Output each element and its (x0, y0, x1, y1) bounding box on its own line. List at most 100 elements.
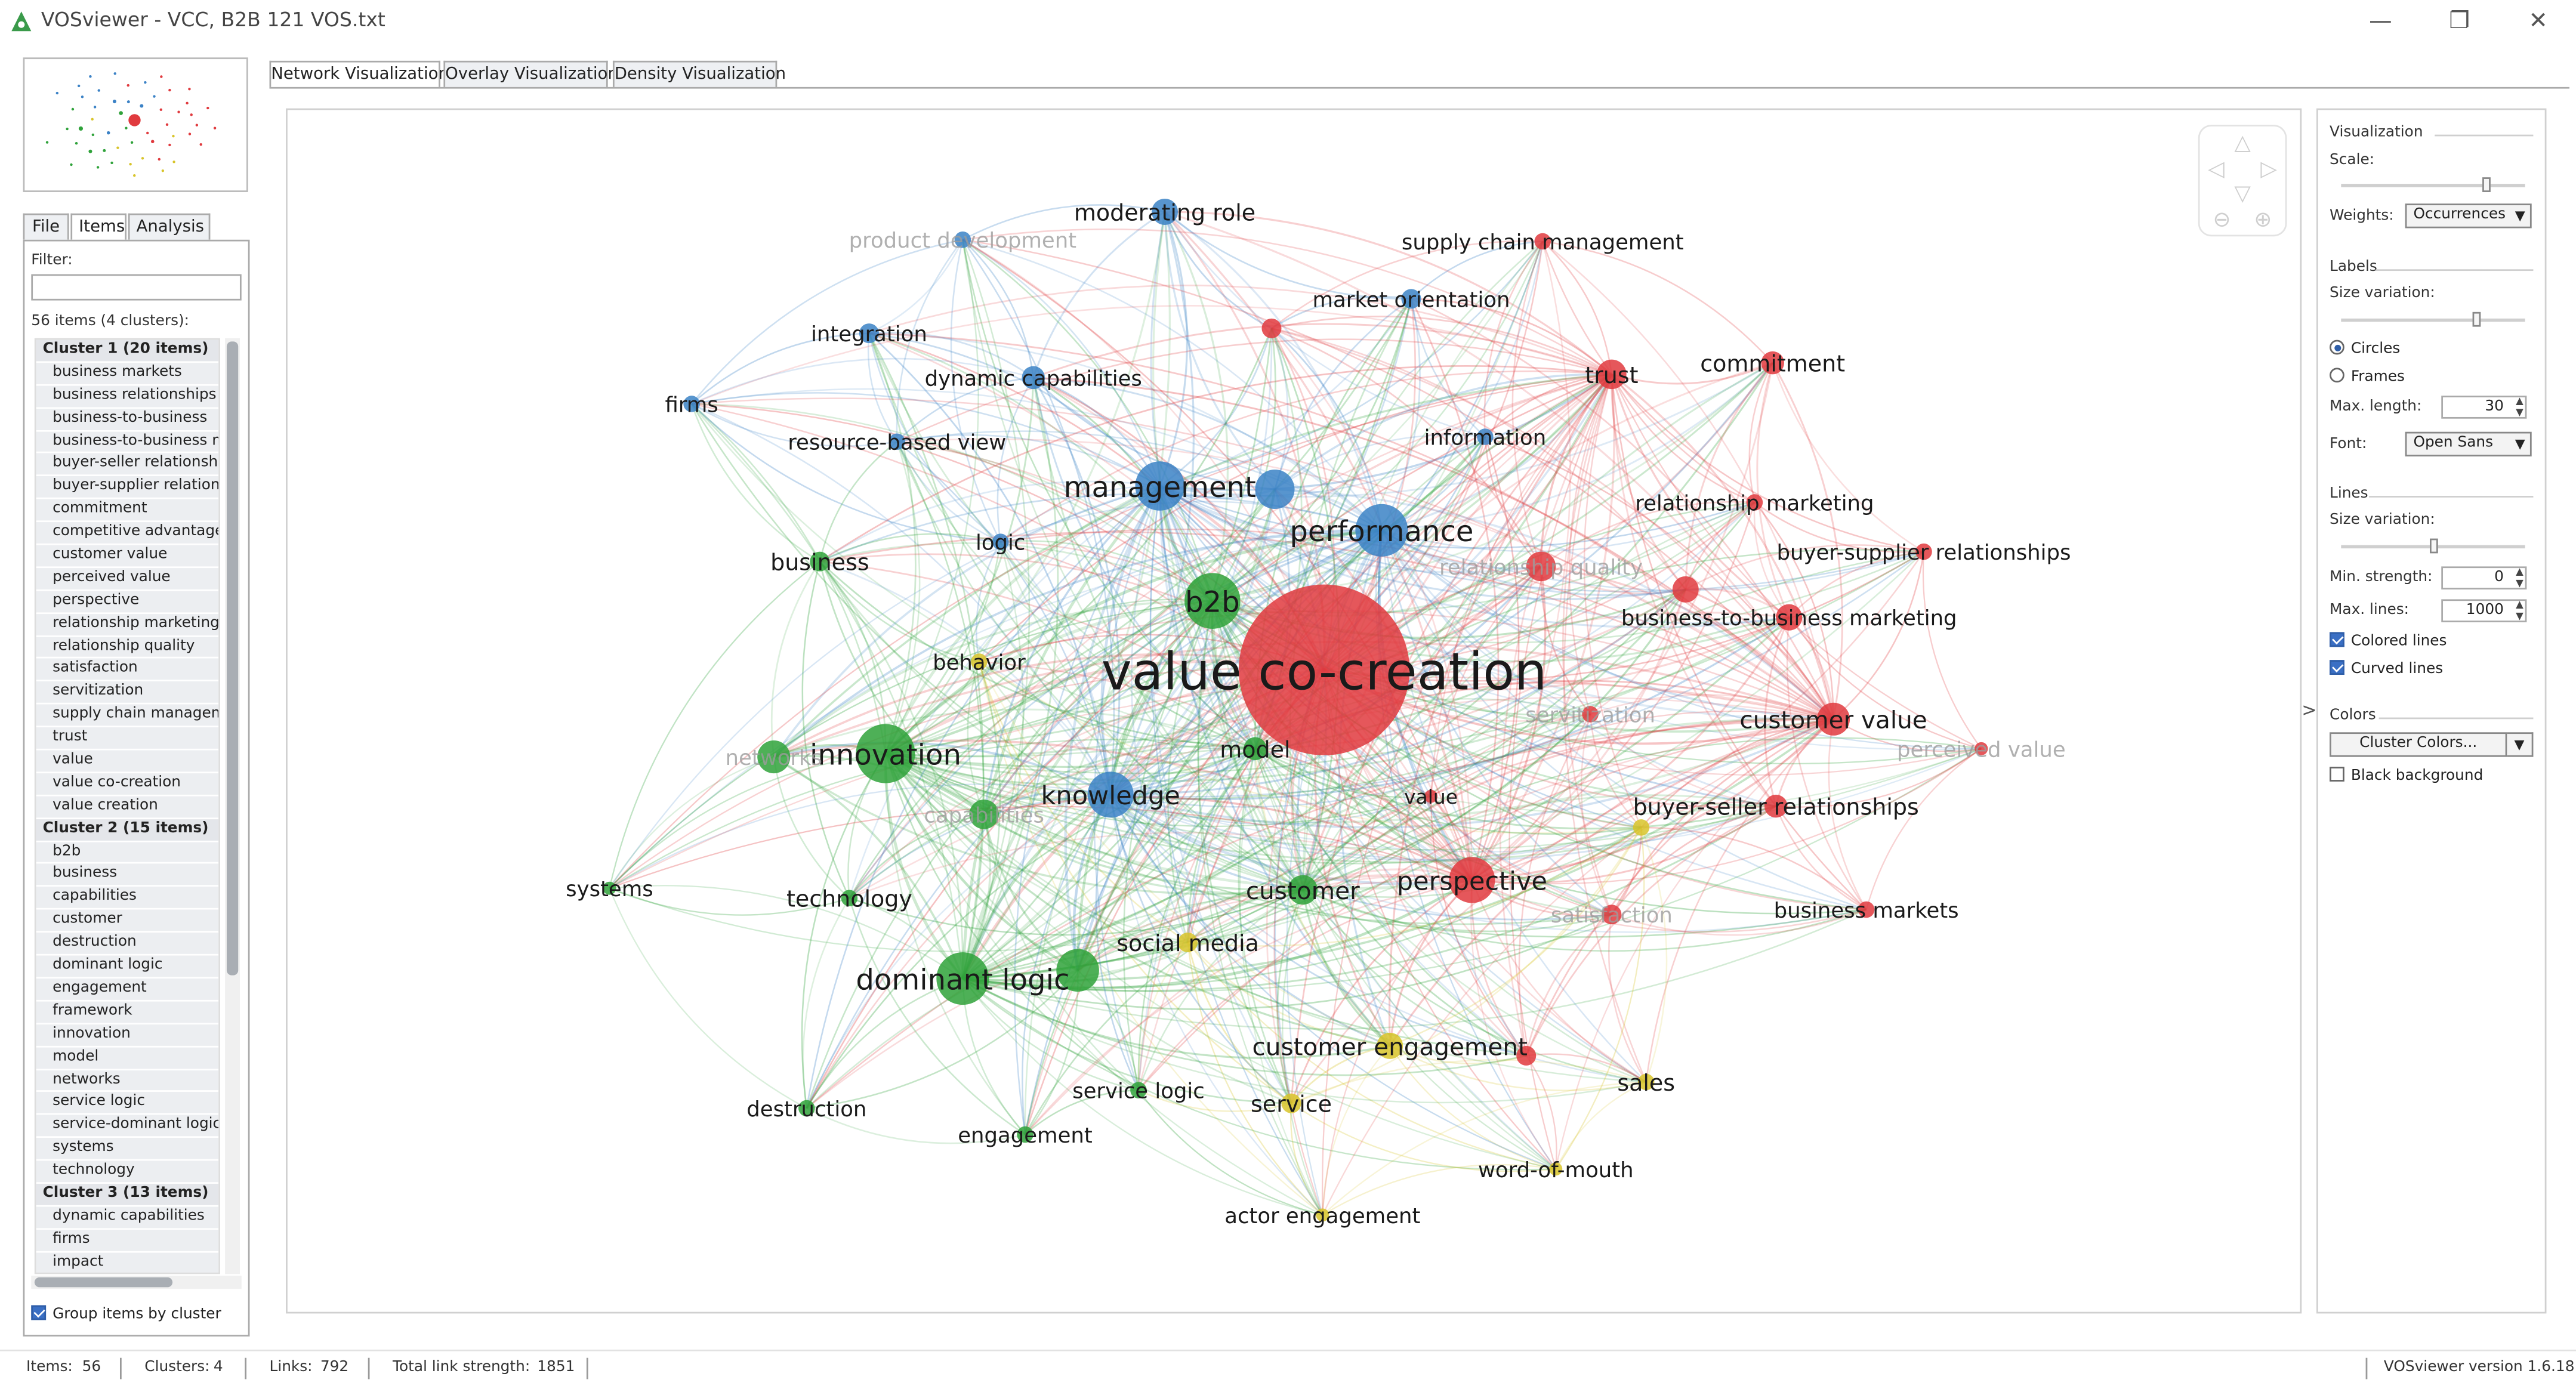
node-label[interactable]: product development (849, 229, 1077, 253)
list-item[interactable]: competitive advantage (36, 522, 219, 545)
node-label[interactable]: value co-creation (1102, 643, 1547, 702)
list-item[interactable]: service logic (36, 1092, 219, 1116)
tab-analysis[interactable]: Analysis (128, 213, 211, 240)
network-node[interactable] (1526, 551, 1556, 582)
list-item[interactable]: dominant logic (36, 955, 219, 979)
network-node[interactable] (798, 1100, 815, 1117)
node-label[interactable]: logic (976, 531, 1025, 555)
node-label[interactable]: satisfaction (1551, 903, 1673, 928)
network-node[interactable] (1764, 794, 1788, 818)
list-item[interactable]: value creation (36, 796, 219, 819)
node-label[interactable]: customer engagement (1252, 1032, 1528, 1061)
node-label[interactable]: performance (1289, 515, 1473, 548)
network-node[interactable] (1516, 1045, 1537, 1066)
list-item[interactable]: model (36, 1047, 219, 1070)
node-label[interactable]: customer (1246, 876, 1360, 905)
spinner-arrows-icon[interactable]: ▲▼ (2516, 599, 2523, 622)
weights-select[interactable]: Occurrences▼ (2405, 203, 2532, 229)
node-label[interactable]: customer value (1739, 706, 1927, 734)
network-node[interactable] (971, 653, 988, 670)
list-item[interactable]: buyer-seller relationship (36, 453, 219, 477)
list-item[interactable]: relationship quality (36, 636, 219, 659)
pan-down-icon[interactable]: ▽ (2234, 182, 2251, 207)
network-node[interactable] (1858, 901, 1875, 918)
network-node[interactable] (1316, 1208, 1329, 1222)
list-item[interactable]: innovation (36, 1024, 219, 1047)
node-label[interactable]: buyer-supplier relationships (1777, 541, 2071, 565)
node-label[interactable]: integration (811, 322, 927, 347)
network-node[interactable] (1178, 933, 1198, 953)
list-item[interactable]: satisfaction (36, 659, 219, 682)
scale-slider[interactable] (2341, 177, 2525, 192)
node-label[interactable]: perspective (1397, 866, 1547, 896)
node-label[interactable]: servitization (1525, 703, 1655, 728)
network-node[interactable] (841, 890, 858, 906)
frames-radio[interactable]: Frames (2330, 368, 2405, 386)
list-item[interactable]: buyer-supplier relations (36, 476, 219, 500)
pan-right-icon[interactable]: ▷ (2260, 158, 2277, 183)
node-label[interactable]: value (1404, 785, 1458, 808)
minimize-button[interactable]: — (2369, 8, 2392, 35)
list-item[interactable]: capabilities (36, 887, 219, 910)
network-node[interactable] (1597, 359, 1627, 390)
horizontal-scroll-thumb[interactable] (34, 1277, 173, 1288)
list-item[interactable]: technology (36, 1160, 219, 1184)
node-label[interactable]: market orientation (1313, 288, 1510, 312)
zoom-out-icon[interactable]: ⊖ (2213, 208, 2231, 233)
line-size-slider-thumb[interactable] (2429, 538, 2438, 554)
items-horizontal-scrollbar[interactable] (31, 1276, 242, 1289)
network-node[interactable] (1355, 504, 1408, 557)
network-node[interactable] (1130, 1082, 1147, 1098)
node-label[interactable]: business markets (1774, 899, 1959, 923)
label-size-slider-thumb[interactable] (2473, 311, 2482, 327)
collapse-panel-icon[interactable]: > (2302, 699, 2317, 721)
network-node[interactable] (1424, 789, 1438, 803)
list-item[interactable]: destruction (36, 933, 219, 956)
network-node[interactable] (603, 881, 616, 895)
circles-radio[interactable]: Circles (2330, 339, 2400, 358)
node-label[interactable]: firms (665, 393, 718, 417)
list-item[interactable]: business-to-business (36, 408, 219, 431)
list-item[interactable]: servitization (36, 681, 219, 705)
node-label[interactable]: supply chain management (1402, 230, 1684, 255)
network-node[interactable] (859, 323, 879, 344)
close-button[interactable]: ✕ (2528, 8, 2548, 35)
network-node[interactable] (1449, 857, 1495, 903)
node-label[interactable]: innovation (810, 738, 961, 771)
network-node[interactable] (1672, 576, 1699, 603)
node-label[interactable]: business-to-business marketing (1621, 606, 1957, 631)
node-label[interactable]: word-of-mouth (1478, 1158, 1634, 1183)
node-label[interactable]: model (1220, 736, 1290, 763)
network-node[interactable] (1261, 318, 1282, 338)
black-background-checkbox[interactable]: Black background (2330, 767, 2483, 785)
label-size-slider[interactable] (2341, 311, 2525, 327)
list-item[interactable]: value co-creation (36, 773, 219, 797)
list-item[interactable]: systems (36, 1138, 219, 1161)
maximize-button[interactable]: ❐ (2449, 8, 2470, 35)
network-node[interactable] (1401, 289, 1421, 309)
node-label[interactable]: actor engagement (1224, 1204, 1420, 1229)
list-item[interactable]: supply chain managem (36, 705, 219, 728)
node-label[interactable]: service (1251, 1091, 1332, 1118)
items-vertical-scrollbar[interactable] (225, 338, 240, 1274)
network-node[interactable] (1056, 949, 1099, 992)
node-label[interactable]: perceived value (1897, 737, 2066, 762)
vertical-scroll-thumb[interactable] (226, 341, 239, 976)
network-node[interactable] (1377, 1032, 1403, 1059)
network-node[interactable] (992, 533, 1009, 550)
font-select[interactable]: Open Sans▼ (2405, 431, 2532, 457)
spinner-arrows-icon[interactable]: ▲▼ (2516, 396, 2523, 419)
tab-items[interactable]: Items (70, 213, 127, 240)
list-item[interactable]: business (36, 864, 219, 888)
zoom-pan-control[interactable]: △ ◁ ▷ ▽ ⊖ ⊕ (2198, 125, 2287, 237)
node-label[interactable]: moderating role (1074, 199, 1255, 226)
colored-lines-checkbox[interactable]: Colored lines (2330, 632, 2447, 650)
list-item[interactable]: customer (36, 910, 219, 933)
tab-network-visualization[interactable]: Network Visualization (269, 60, 449, 87)
node-label[interactable]: dominant logic (856, 963, 1069, 996)
pan-left-icon[interactable]: ◁ (2208, 158, 2225, 183)
cluster-header[interactable]: Cluster 3 (13 items) (36, 1183, 219, 1207)
network-node[interactable] (1238, 584, 1410, 755)
network-node[interactable] (1975, 742, 1988, 755)
